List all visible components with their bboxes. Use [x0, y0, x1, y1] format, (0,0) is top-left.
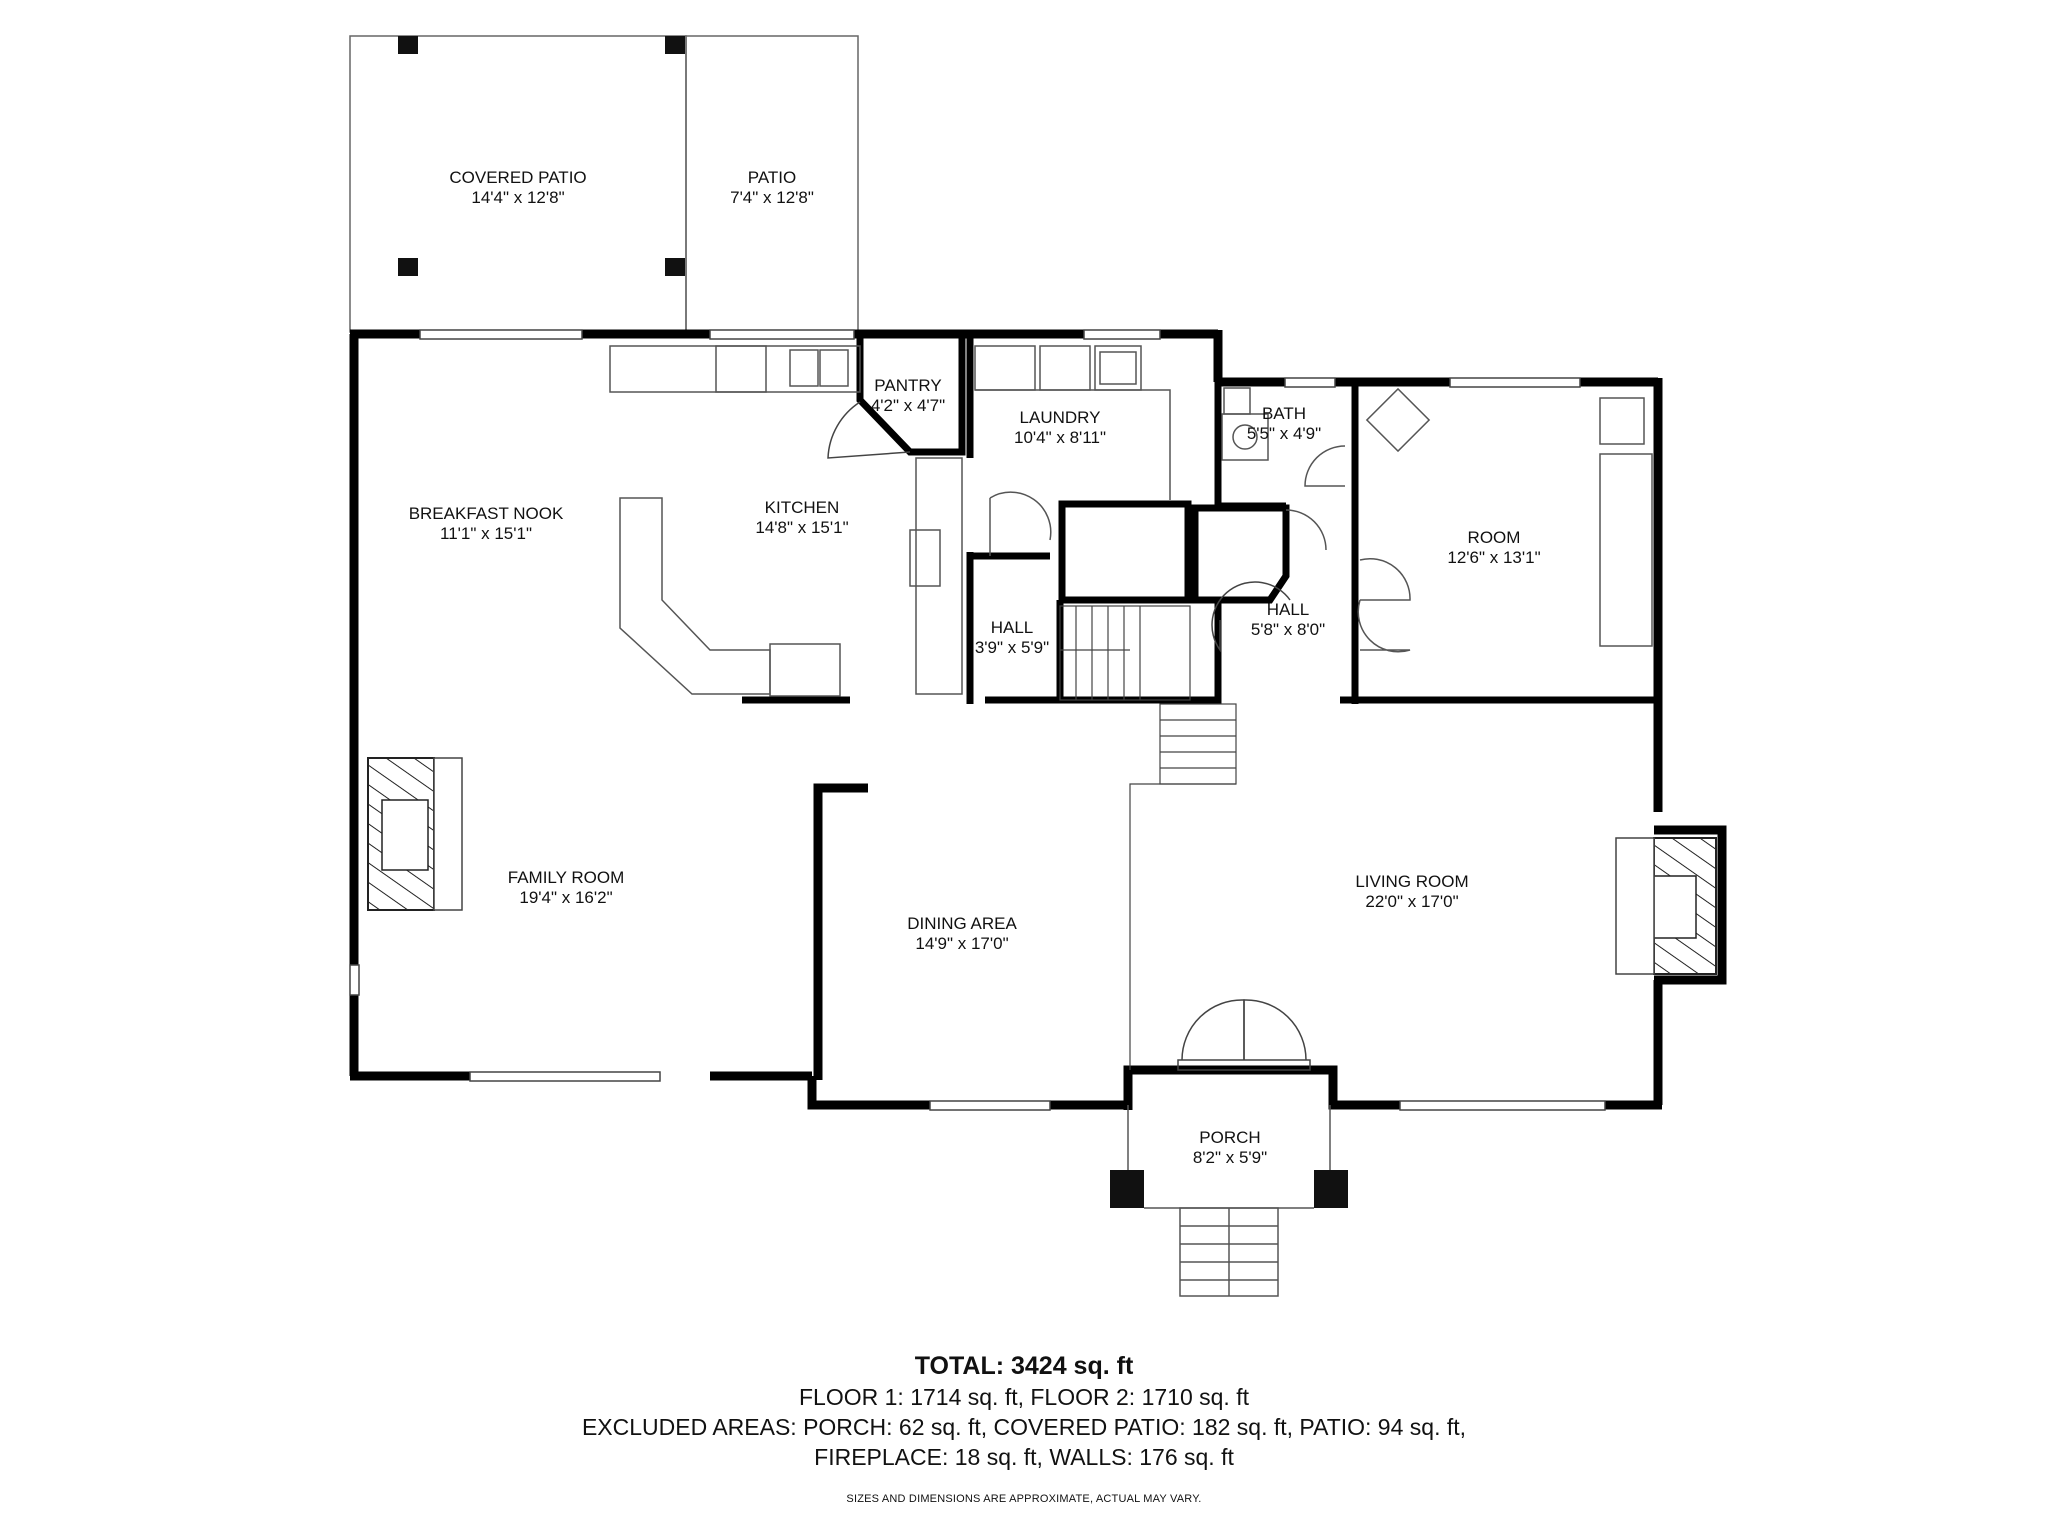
room-label-hall-left: HALL 3'9" x 5'9" — [975, 618, 1049, 658]
total-value: 3424 sq. ft — [1011, 1352, 1134, 1380]
room-fixtures — [1357, 387, 1653, 653]
room-dimensions: 14'9" x 17'0" — [915, 934, 1009, 953]
room-name: LAUNDRY — [1019, 408, 1101, 427]
patio-posts — [398, 36, 685, 276]
porch-structure — [1110, 1105, 1348, 1297]
room-dimensions: 5'8" x 8'0" — [1250, 620, 1326, 639]
room-dimensions: 7'4" x 12'8" — [730, 188, 814, 207]
disclaimer: SIZES AND DIMENSIONS ARE APPROXIMATE, AC… — [846, 1493, 1202, 1505]
room-label-patio: PATIO 7'4" x 12'8" — [730, 168, 814, 208]
room-name: HALL — [990, 618, 1034, 637]
room-label-dining-area: DINING AREA 14'9" x 17'0" — [907, 914, 1017, 954]
total-area: TOTAL: 3424 sq. ft — [0, 1350, 2048, 1382]
bath-fixtures — [1221, 387, 1346, 551]
room-label-porch: PORCH 8'2" x 5'9" — [1193, 1128, 1267, 1168]
room-dimensions: 12'6" x 13'1" — [1447, 548, 1541, 567]
area-summary: TOTAL: 3424 sq. ft FLOOR 1: 1714 sq. ft,… — [0, 1350, 2048, 1506]
room-name: ROOM — [1467, 528, 1521, 547]
room-label-kitchen: KITCHEN 14'8" x 15'1" — [755, 498, 848, 538]
stairs-center — [1059, 605, 1191, 701]
room-dimensions: 22'0" x 17'0" — [1365, 892, 1459, 911]
room-dimensions: 3'9" x 5'9" — [974, 638, 1050, 657]
room-label-hall-right: HALL 5'8" x 8'0" — [1251, 600, 1325, 640]
living-fireplace — [1615, 837, 1717, 975]
room-name: BATH — [1261, 404, 1307, 423]
room-name: BREAKFAST NOOK — [408, 504, 564, 523]
room-name: PATIO — [747, 168, 797, 187]
room-name: COVERED PATIO — [449, 168, 587, 187]
room-dimensions: 4'2" x 4'7" — [870, 396, 946, 415]
room-name: LIVING ROOM — [1355, 872, 1469, 891]
excluded-areas: EXCLUDED AREAS: PORCH: 62 sq. ft, COVERE… — [581, 1414, 1467, 1440]
room-label-breakfast-nook: BREAKFAST NOOK 11'1" x 15'1" — [409, 504, 564, 544]
room-dimensions: 19'4" x 16'2" — [519, 888, 613, 907]
room-name: PORCH — [1199, 1128, 1261, 1147]
front-door — [1177, 999, 1311, 1071]
laundry-fixtures — [974, 345, 1171, 556]
room-name: KITCHEN — [764, 498, 840, 517]
room-name: FAMILY ROOM — [507, 868, 625, 887]
room-name: HALL — [1266, 600, 1310, 619]
room-label-room: ROOM 12'6" x 13'1" — [1447, 528, 1540, 568]
room-dimensions: 14'8" x 15'1" — [755, 518, 849, 537]
room-label-family-room: FAMILY ROOM 19'4" x 16'2" — [508, 868, 625, 908]
room-dimensions: 10'4" x 8'11" — [1014, 428, 1106, 447]
room-dimensions: 11'1" x 15'1" — [440, 524, 532, 543]
floor-areas: FLOOR 1: 1714 sq. ft, FLOOR 2: 1710 sq. … — [799, 1384, 1249, 1410]
pantry-door — [827, 401, 911, 459]
room-label-bath: BATH 5'5" x 4'9" — [1247, 404, 1321, 444]
room-label-laundry: LAUNDRY 10'4" x 8'11" — [1014, 408, 1106, 448]
room-label-pantry: PANTRY 4'2" x 4'7" — [871, 376, 945, 416]
kitchen-counters — [609, 345, 963, 697]
excluded-areas-continued: FIREPLACE: 18 sq. ft, WALLS: 176 sq. ft — [814, 1444, 1234, 1470]
room-label-covered-patio: COVERED PATIO 14'4" x 12'8" — [449, 168, 586, 208]
total-label: TOTAL: — [914, 1352, 1005, 1380]
exterior-walls — [349, 329, 1727, 1110]
family-fireplace — [367, 757, 463, 911]
stairs-to-living — [1129, 703, 1237, 1070]
room-dimensions: 5'5" x 4'9" — [1246, 424, 1322, 443]
room-dimensions: 14'4" x 12'8" — [471, 188, 565, 207]
room-label-living-room: LIVING ROOM 22'0" x 17'0" — [1355, 872, 1468, 912]
room-dimensions: 8'2" x 5'9" — [1192, 1148, 1268, 1167]
hall-door — [1211, 581, 1291, 653]
windows — [349, 329, 1606, 1111]
room-name: PANTRY — [874, 376, 942, 395]
room-name: DINING AREA — [907, 914, 1017, 933]
